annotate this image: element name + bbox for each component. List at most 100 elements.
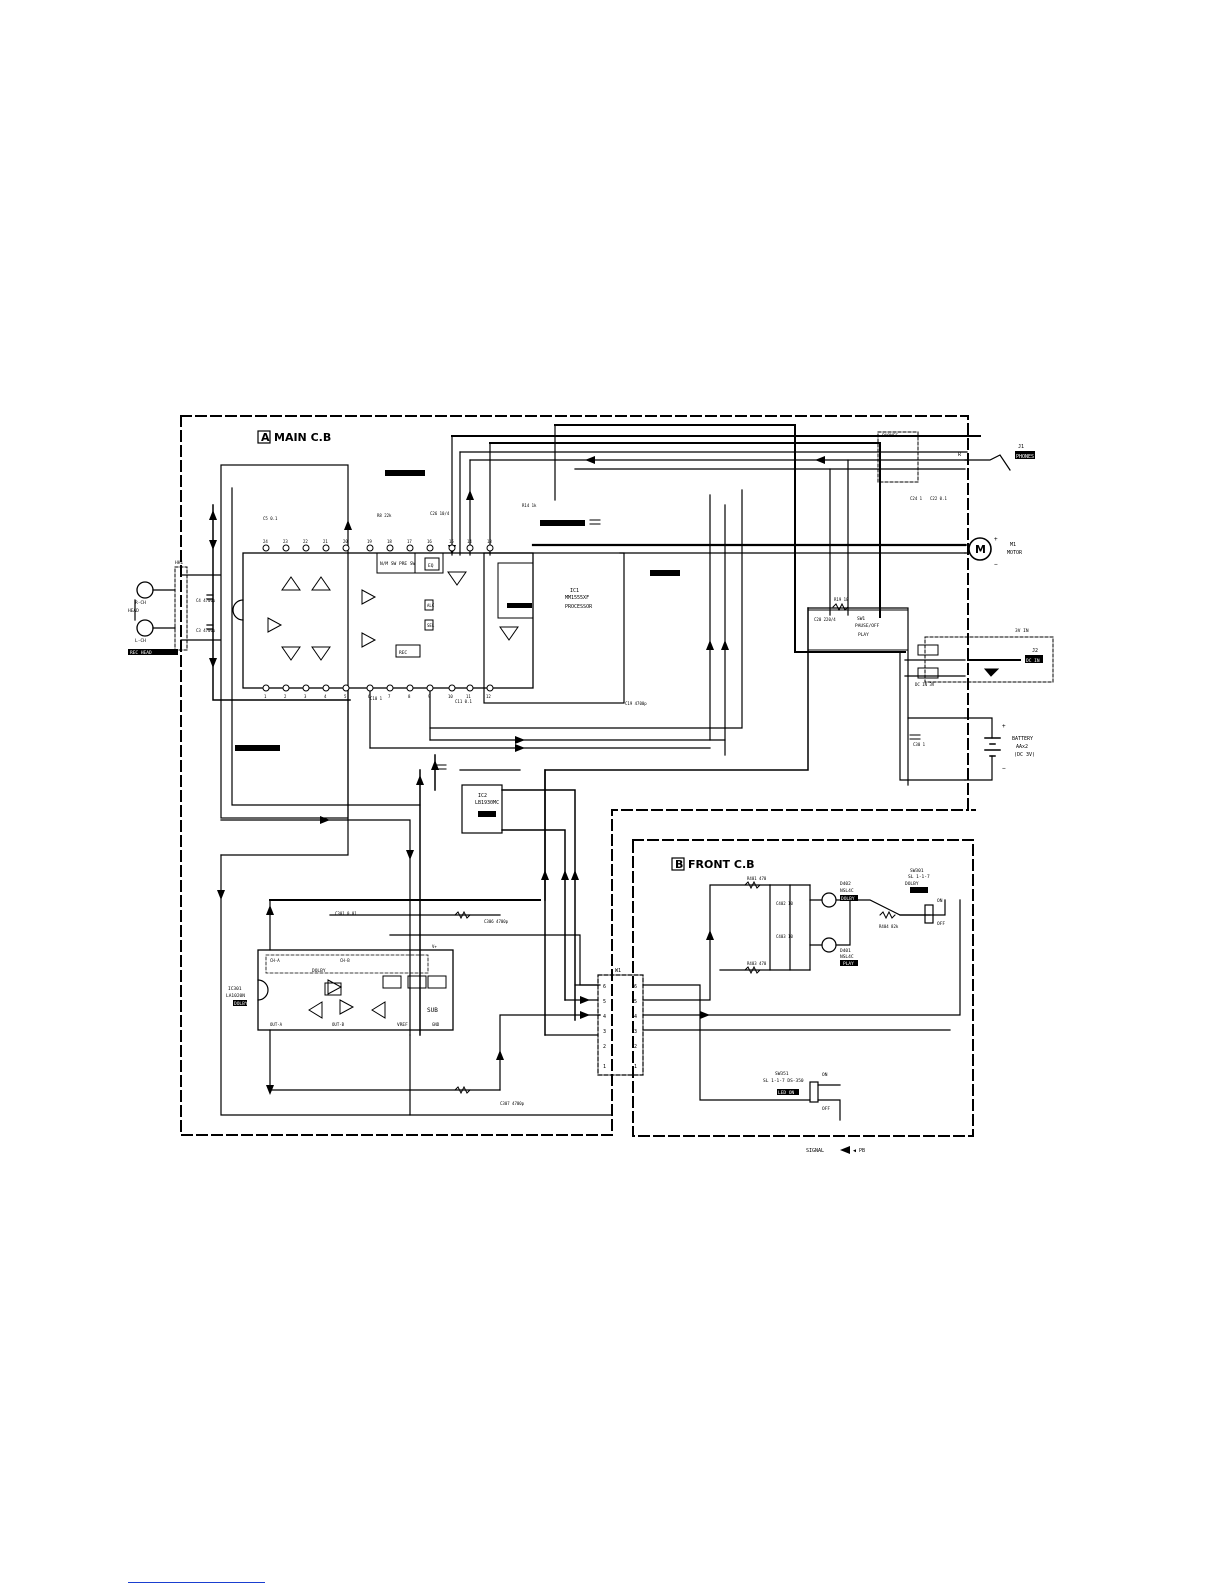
footer-link-underline <box>128 1582 265 1583</box>
sw351-off: OFF <box>822 1106 830 1112</box>
sw301-ref: SW301 <box>910 868 924 874</box>
svg-text:23: 23 <box>283 539 288 544</box>
sw351-on: ON <box>822 1072 828 1078</box>
sw1-pos: PLAY <box>858 632 869 638</box>
svg-text:5: 5 <box>344 694 347 699</box>
ic1-pin-numbers-bottom: 1 2 3 4 5 6 7 8 9 10 11 12 <box>264 694 491 699</box>
sub-ic-pin-outb: OUT-B <box>332 1022 345 1027</box>
svg-text:9: 9 <box>428 694 431 699</box>
svg-text:2: 2 <box>284 694 287 699</box>
sw351-ref: SW351 <box>775 1071 789 1077</box>
top-bus-2 <box>489 442 881 618</box>
sw301-on: ON <box>937 898 943 904</box>
d402-box: DOLBY <box>841 896 855 902</box>
svg-text:16: 16 <box>427 539 432 544</box>
sub-ic-pin-gnd: GND <box>432 1022 440 1027</box>
ic2-box <box>461 784 503 834</box>
j1-tag: R <box>958 452 962 458</box>
svg-text:13: 13 <box>487 539 492 544</box>
ic1-block-alc: ALC <box>427 603 435 608</box>
part-c301: C301 0.01 <box>335 911 357 916</box>
r-ch-label: R-CH <box>135 600 146 606</box>
svg-text:20: 20 <box>343 539 348 544</box>
d401-box: PLAY <box>843 961 854 967</box>
d402-part: NSL4C <box>840 888 854 894</box>
svg-text:18: 18 <box>387 539 392 544</box>
motor-symbol <box>968 537 992 561</box>
sub-ic-sub: SUB <box>427 1007 438 1014</box>
motor-name: MOTOR <box>1007 550 1023 556</box>
phones-block-label: PHONES <box>882 433 899 439</box>
ic1-ref: IC1 <box>570 588 579 594</box>
signal-legend-label: SIGNAL <box>806 1148 824 1154</box>
battery-symbol <box>984 737 1001 757</box>
sw1-label: PAUSE/OFF <box>855 623 880 629</box>
svg-text:11: 11 <box>466 694 471 699</box>
l-ch-jack <box>136 619 154 637</box>
sub-ic-pin-outa: OUT-A <box>270 1022 283 1027</box>
part-c307: C307 4700p <box>500 1101 525 1106</box>
sub-ic-part: LA1020N <box>226 993 245 999</box>
svg-text:21: 21 <box>323 539 328 544</box>
svg-text:2: 2 <box>634 1044 637 1050</box>
j2-label: DC IN <box>1026 658 1040 664</box>
motor-symbol-text: M <box>975 543 986 556</box>
sub-ic-label: IC301 <box>228 986 242 992</box>
part-c26: C26 10/4 <box>430 511 450 516</box>
front-board-outline <box>632 839 974 1137</box>
svg-text:7: 7 <box>388 694 391 699</box>
sub-ic-outline <box>257 949 454 1031</box>
signal-legend-note: ◀ PB <box>853 1148 865 1154</box>
ic1-block-eq: EQ <box>428 563 434 569</box>
part-c306: C306 4700p <box>484 919 509 924</box>
sub-ic-ch-label: DOLBY <box>312 968 326 974</box>
r-ch-jack <box>136 581 154 599</box>
led-d402 <box>821 892 837 908</box>
j2-ref: J2 <box>1032 648 1038 654</box>
ic1-pin-numbers-top: 24 23 22 21 20 19 18 17 16 15 14 13 <box>263 539 492 544</box>
svg-text:4: 4 <box>324 694 327 699</box>
sw1-ref: SW1 <box>857 616 865 622</box>
sub-ic-inner-dashed <box>265 954 429 974</box>
d401-part: NSL4C <box>840 954 854 960</box>
w1-pins-left: 6 5 4 3 2 1 <box>603 984 606 1070</box>
main-board-outline <box>180 415 976 1136</box>
part-c5: C5 0.1 <box>263 516 278 521</box>
svg-text:1: 1 <box>264 694 267 699</box>
svg-text:14: 14 <box>467 539 472 544</box>
ic1-outline <box>220 464 349 819</box>
part-c402: C402 10 <box>776 901 793 906</box>
svg-text:4: 4 <box>603 1014 606 1020</box>
w1-pins-right: 6 5 4 3 2 1 <box>634 984 637 1070</box>
part-c30: C30 1 <box>913 742 926 747</box>
svg-text:22: 22 <box>303 539 308 544</box>
dc-jack-label: DC IN 3V <box>915 682 935 687</box>
ic1-name: PROCESSOR <box>565 604 593 610</box>
dc-jack-block <box>924 636 1054 683</box>
svg-text:6: 6 <box>368 694 371 699</box>
battery-name: BATTERY <box>1012 736 1033 742</box>
front-board-letter: B <box>675 858 683 871</box>
svg-text:5: 5 <box>634 999 637 1005</box>
ic1-block-nm: N/M SW <box>380 561 397 567</box>
part-c3: C3 4700p <box>196 628 216 633</box>
battery-volt: (DC 3V) <box>1014 752 1035 758</box>
head-label: HEAD <box>128 608 139 614</box>
motor-minus: − <box>994 561 998 568</box>
ic1-block-sel: SEL <box>427 623 435 628</box>
part-c403: C403 10 <box>776 934 793 939</box>
sub-ic-vref: VREF <box>397 1022 408 1028</box>
svg-text:6: 6 <box>603 984 606 990</box>
svg-text:17: 17 <box>407 539 412 544</box>
head-ref-label: HH1 <box>175 560 183 566</box>
svg-text:3: 3 <box>304 694 307 699</box>
rec-head-label: REC HEAD <box>130 650 152 656</box>
sub-ic-pin-cha: CH-A <box>270 958 280 963</box>
part-c20: C20 220/4 <box>814 617 836 622</box>
front-board-title: FRONT C.B <box>688 858 755 871</box>
svg-text:3: 3 <box>634 1029 637 1035</box>
sub-ic-pin-vplus: V+ <box>432 944 437 949</box>
connector-w1 <box>597 974 644 1076</box>
head-connector <box>174 566 188 651</box>
top-bus-6 <box>554 424 906 653</box>
